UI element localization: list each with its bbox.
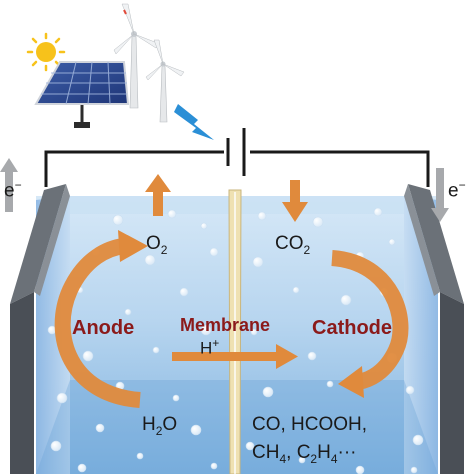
- proton-transfer-arrow: [172, 344, 298, 369]
- anode-label: Anode: [72, 317, 135, 339]
- electron-label-right: e−: [448, 178, 466, 202]
- electron-arrow-left: [0, 158, 18, 212]
- cathode-reaction-arrow: [331, 250, 409, 398]
- products-line-1: CO, HCOOH,: [252, 414, 368, 435]
- lightning-icon: [174, 104, 214, 140]
- co2-feed-arrow: [282, 180, 308, 222]
- anode-electrode: [10, 184, 70, 474]
- solar-panel-icon: [34, 61, 130, 128]
- o2-release-arrow: [145, 174, 171, 216]
- cathode-label: Cathode: [312, 317, 392, 339]
- wind-turbine-icon: [113, 3, 185, 123]
- membrane-label: Membrane: [180, 315, 271, 335]
- cathode-electrode: [404, 184, 464, 474]
- electron-arrow-right: [431, 168, 449, 222]
- proton-label: H+: [200, 336, 220, 358]
- water-label: H2O: [142, 414, 178, 438]
- membrane: [228, 189, 242, 474]
- battery-icon: [226, 128, 246, 176]
- sun-icon: [26, 32, 66, 72]
- co2-label: CO2: [275, 233, 311, 257]
- oxygen-label: O2: [146, 233, 168, 257]
- external-circuit: [44, 150, 430, 187]
- anode-reaction-arrow: [54, 230, 148, 408]
- electron-label-left: e−: [4, 178, 22, 202]
- products-line-2: CH4, C2H4···: [252, 442, 357, 466]
